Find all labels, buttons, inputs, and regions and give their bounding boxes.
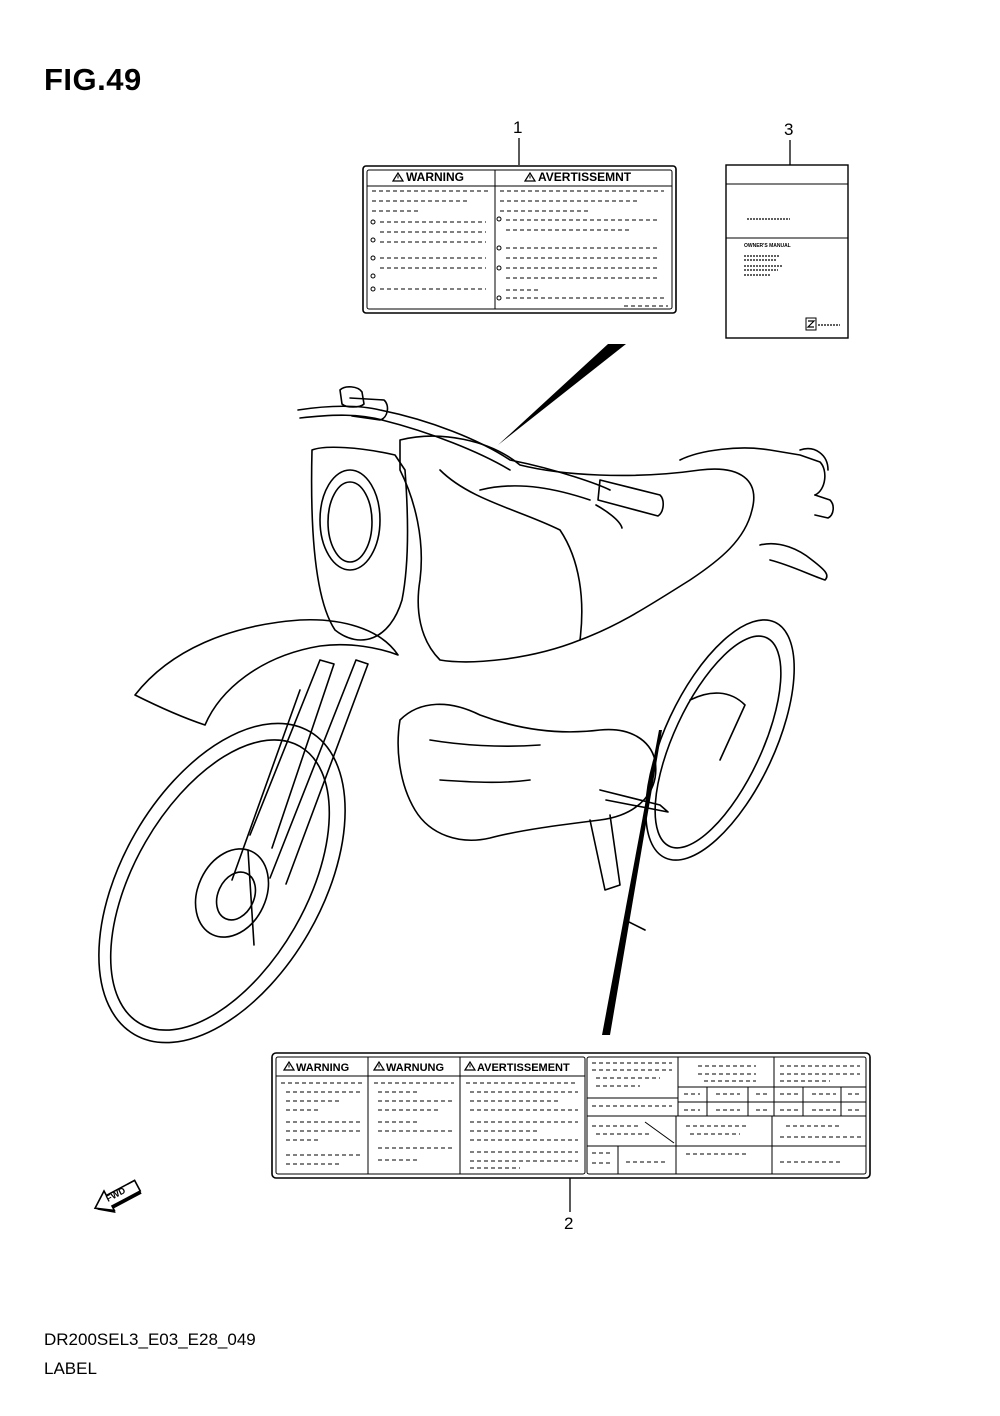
manufacturer-logo-icon xyxy=(806,320,816,328)
owners-manual xyxy=(725,164,849,339)
figure-code: DR200SEL3_E03_E28_049 xyxy=(44,1330,256,1349)
figure-name: LABEL xyxy=(44,1359,97,1378)
callout-3: 3 xyxy=(784,120,794,139)
callout-1: 1 xyxy=(513,118,523,137)
manual-title: OWNER'S MANUAL xyxy=(744,243,791,249)
warning-label-2 xyxy=(271,1052,871,1179)
figure-title: FIG.49 xyxy=(44,62,142,97)
label2-heading-1: WARNING xyxy=(296,1062,349,1074)
label1-heading-left: WARNING xyxy=(406,170,464,184)
label2-heading-2: WARNUNG xyxy=(386,1062,444,1074)
pointer-wedge-1 xyxy=(498,344,626,445)
label2-heading-3: AVERTISSEMENT xyxy=(477,1062,570,1074)
motorcycle-outline xyxy=(98,386,834,1044)
fwd-arrow-icon xyxy=(93,1179,142,1214)
callout-2: 2 xyxy=(564,1214,574,1233)
label1-heading-right: AVERTISSEMNT xyxy=(538,170,632,184)
leader-lines xyxy=(518,138,791,1212)
warning-label-1 xyxy=(362,165,677,314)
pointer-wedge-2 xyxy=(602,730,662,1035)
